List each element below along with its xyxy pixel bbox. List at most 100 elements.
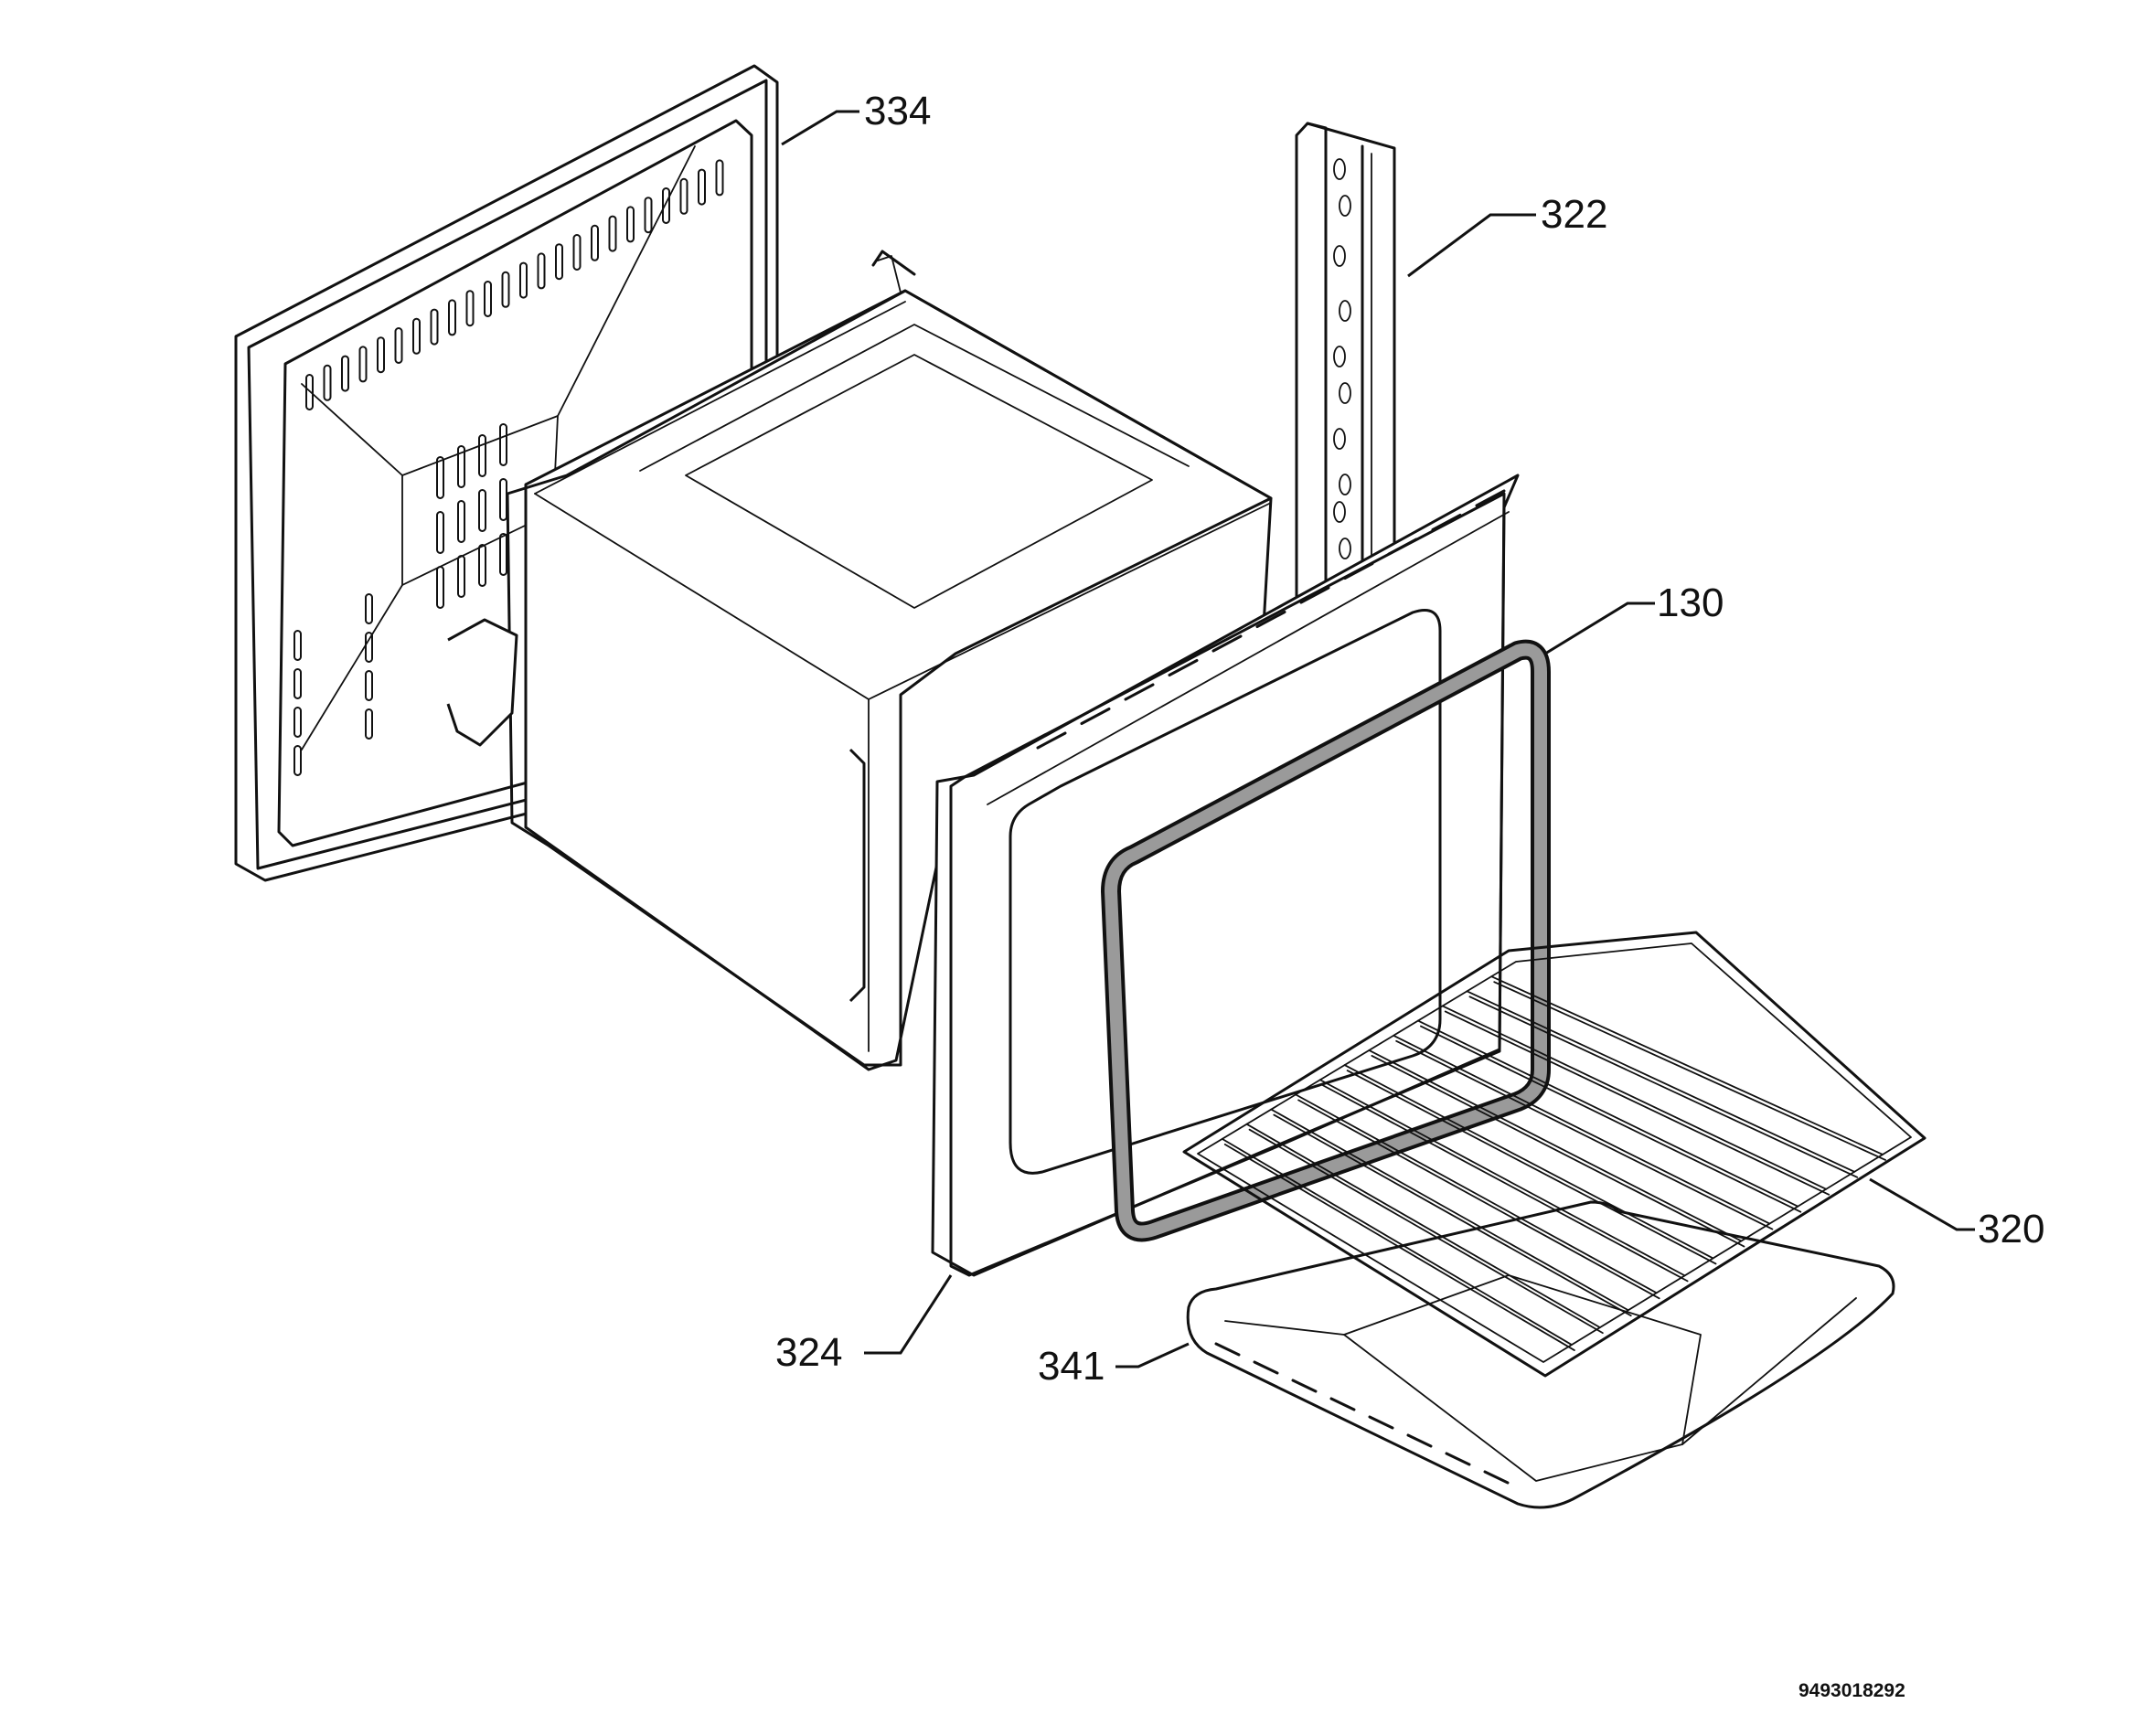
rack-wire	[1444, 1010, 1830, 1196]
rack-wire	[1420, 1025, 1802, 1213]
vent-slot	[294, 707, 302, 738]
vent-slot	[365, 593, 373, 624]
document-number: 9493018292	[1798, 1680, 1905, 1701]
rack-wire	[1297, 1099, 1660, 1300]
baking-tray-part	[1186, 1200, 1895, 1509]
rack-wire	[1318, 1079, 1686, 1277]
vent-slot	[715, 159, 724, 197]
vent-slot	[591, 224, 599, 261]
vent-slot	[412, 317, 421, 355]
frame-slot	[1080, 708, 1111, 725]
rack-wire	[1270, 1108, 1629, 1312]
tray-slot	[1253, 1360, 1279, 1375]
frame-slot	[1168, 659, 1199, 676]
vent-slot	[478, 544, 486, 587]
vent-slot	[572, 234, 582, 271]
frame-slot	[1387, 538, 1418, 556]
rail-hole	[1339, 382, 1351, 404]
vent-slot	[341, 355, 349, 392]
callout-320: 320	[1978, 1207, 2045, 1251]
frame-slot	[1211, 634, 1243, 653]
vent-slot	[294, 630, 302, 661]
vent-slot	[365, 632, 373, 663]
vent-slot	[436, 456, 444, 499]
rack-wire	[1468, 996, 1859, 1178]
frame-slot	[1431, 514, 1462, 531]
frame-slot	[1124, 683, 1155, 701]
rack-wire	[1368, 1049, 1743, 1242]
rack-wire	[1466, 990, 1856, 1173]
vent-slot	[626, 206, 635, 243]
rail-hole	[1333, 501, 1346, 523]
vent-slot	[484, 281, 492, 317]
rail-hole	[1339, 538, 1351, 559]
callout-341: 341	[1038, 1344, 1105, 1389]
vent-slot	[499, 533, 507, 576]
rack-wire	[1223, 1143, 1575, 1351]
vent-slot	[465, 290, 475, 327]
vent-slot	[358, 346, 368, 383]
rack-wire	[1295, 1093, 1658, 1294]
frame-slot	[1255, 611, 1286, 628]
vent-slot	[436, 511, 444, 554]
rack-wire	[1346, 1070, 1717, 1265]
tray-slot	[1214, 1342, 1241, 1357]
vent-slot	[478, 434, 486, 477]
rack-wire	[1490, 975, 1884, 1155]
rail-hole	[1333, 158, 1346, 180]
vent-slot	[436, 566, 444, 609]
vent-slot	[555, 243, 563, 281]
rack-wire	[1393, 1034, 1771, 1225]
vent-slot	[499, 423, 507, 466]
vent-slot	[537, 252, 546, 290]
rail-hole	[1339, 474, 1351, 495]
tray-slot	[1329, 1397, 1356, 1411]
rail-hole	[1333, 428, 1346, 450]
rack-wire	[1493, 981, 1886, 1161]
rack-wire	[1273, 1113, 1632, 1317]
tray-slot	[1406, 1433, 1433, 1448]
vent-slot	[501, 271, 510, 308]
rail-hole	[1333, 346, 1346, 367]
rack-wire	[1417, 1019, 1799, 1208]
rail-hole	[1339, 195, 1351, 217]
rack-wire	[1245, 1123, 1601, 1329]
callout-130: 130	[1657, 580, 1724, 625]
vent-slot	[698, 168, 706, 206]
vent-slot	[608, 215, 617, 252]
frame-slot	[1299, 586, 1330, 604]
vent-slot	[377, 336, 385, 374]
callout-322: 322	[1541, 192, 1608, 237]
vent-slot	[679, 177, 688, 215]
callout-334: 334	[864, 89, 932, 133]
callout-324: 324	[775, 1330, 843, 1375]
vent-slot	[519, 261, 528, 299]
front-frame-part	[931, 474, 1520, 1277]
vent-slot	[294, 668, 302, 699]
vent-slot	[365, 670, 373, 701]
tray-slot	[1368, 1415, 1394, 1430]
oven-cavity-box	[446, 250, 1273, 1071]
oven-rack-part	[1182, 931, 1927, 1378]
rack-wire	[1371, 1055, 1745, 1248]
vent-slot	[644, 197, 653, 234]
vent-slot	[457, 500, 465, 543]
frame-slot	[1343, 562, 1374, 580]
vent-slot	[430, 308, 439, 346]
vent-slot	[294, 745, 302, 776]
frame-slot	[1475, 489, 1506, 507]
frame-slot	[1036, 731, 1067, 750]
rail-hole	[1339, 300, 1351, 322]
vent-slot	[365, 708, 373, 740]
rack-wire	[1395, 1039, 1774, 1230]
vent-slot	[448, 299, 456, 336]
vent-slot	[323, 364, 332, 401]
vent-slot	[478, 489, 486, 532]
tray-slot	[1445, 1452, 1471, 1466]
vent-slot	[662, 187, 670, 224]
vent-slot	[457, 445, 465, 488]
tray-slot	[1483, 1470, 1510, 1485]
vent-slot	[394, 327, 403, 364]
leader-lines	[781, 110, 1975, 1368]
